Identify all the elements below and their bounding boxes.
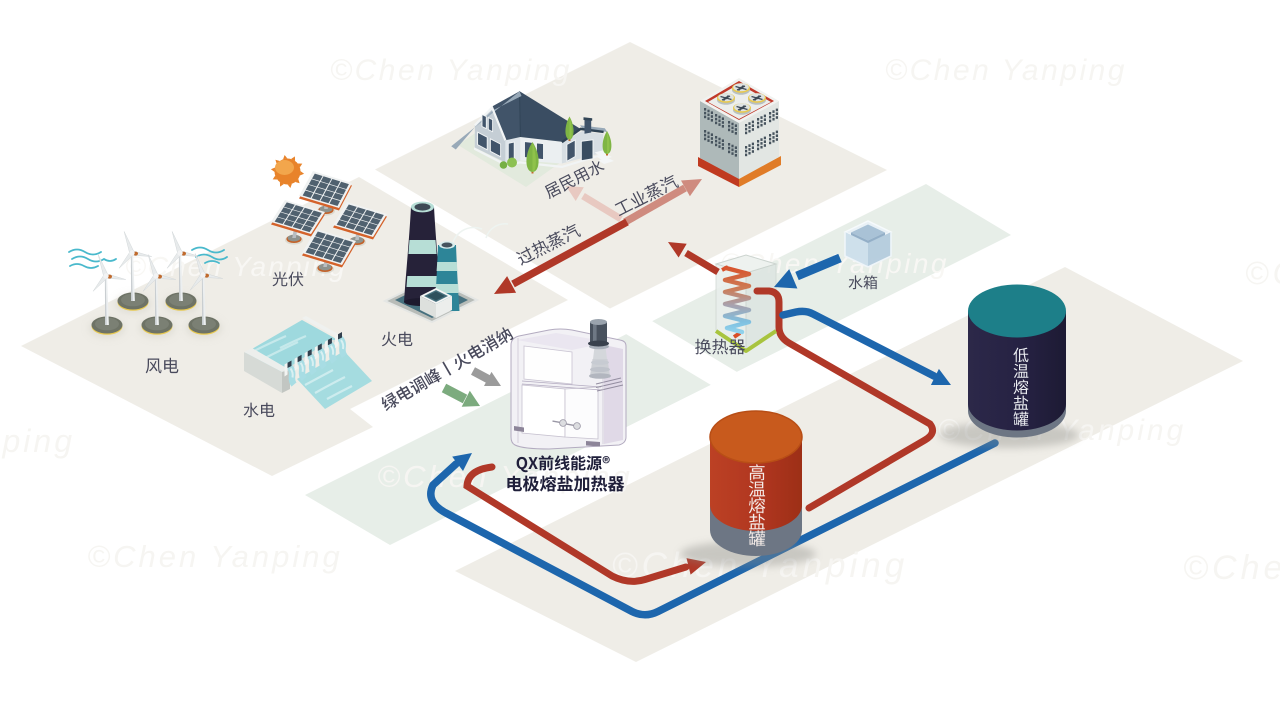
svg-text:©Chen Yanping: ©Chen Yanping bbox=[1245, 255, 1280, 291]
svg-text:©Chen Yanping: ©Chen Yanping bbox=[885, 54, 1127, 87]
svg-text:ping: ping bbox=[2, 423, 76, 459]
svg-text:©Chen Yanping: ©Chen Yanping bbox=[330, 54, 572, 87]
svg-text:©Chen Yanping: ©Chen Yanping bbox=[87, 539, 342, 574]
svg-text:©Chen Yanping: ©Chen Yanping bbox=[1183, 549, 1280, 587]
